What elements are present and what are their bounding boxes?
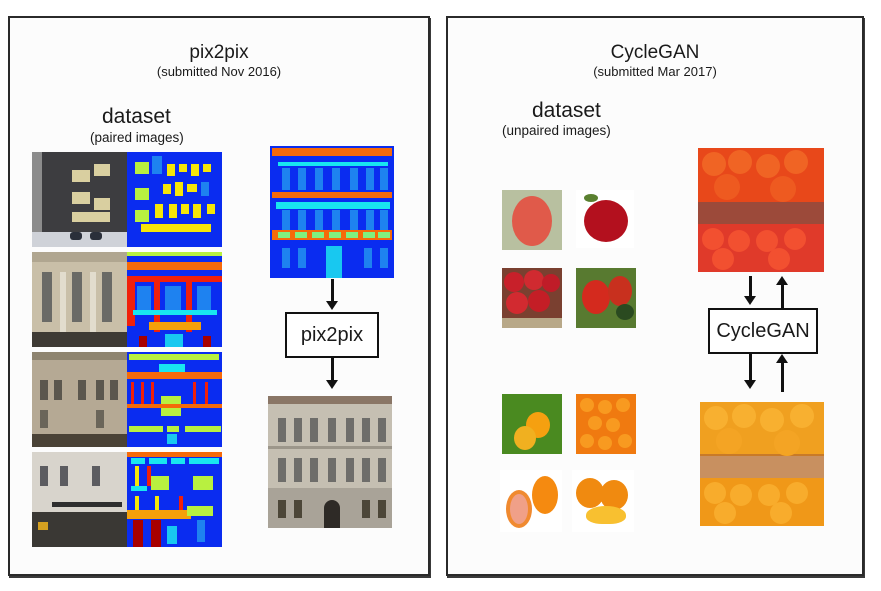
oranges-on-tree xyxy=(502,394,562,454)
panel-subtitle: (submitted Nov 2016) xyxy=(156,64,282,79)
ornate-building-photo xyxy=(32,352,127,447)
pile-of-oranges xyxy=(576,394,636,454)
dataset-subtitle: (paired images) xyxy=(90,130,184,145)
apples-in-crate xyxy=(502,268,562,328)
facade-label-map-input xyxy=(270,146,394,278)
dataset-subtitle: (unpaired images) xyxy=(502,123,611,138)
modern-building-photo xyxy=(32,152,127,247)
cyclegan-panel: CycleGAN (submitted Mar 2017) dataset (u… xyxy=(446,16,864,576)
pix2pix-model-box: pix2pix xyxy=(285,312,379,358)
panel-subtitle: (submitted Mar 2017) xyxy=(593,64,717,79)
facade-label-map-1 xyxy=(127,152,222,247)
cyclegan-model-box: CycleGAN xyxy=(708,308,818,354)
dataset-title: dataset xyxy=(102,105,171,128)
red-apple xyxy=(576,190,634,248)
model-box-label: CycleGAN xyxy=(716,319,810,342)
oranges-with-slices xyxy=(572,470,634,532)
facade-label-map-2 xyxy=(127,252,222,347)
apple-on-tree xyxy=(502,190,562,250)
generated-building-photo xyxy=(268,396,392,528)
pix2pix-panel: pix2pix (submitted Nov 2016) dataset (pa… xyxy=(8,16,430,576)
model-box-label: pix2pix xyxy=(300,323,364,346)
facade-label-map-4 xyxy=(127,452,222,547)
dataset-title: dataset xyxy=(532,99,601,122)
balcony-building-photo xyxy=(32,452,127,547)
oranges-in-crates xyxy=(700,402,824,526)
apples-in-crates-translated xyxy=(698,148,824,272)
orange-halves xyxy=(500,470,562,532)
apples-on-branch xyxy=(576,268,636,328)
panel-title: pix2pix xyxy=(189,42,249,63)
classical-building-photo xyxy=(32,252,127,347)
facade-label-map-3 xyxy=(127,352,222,447)
panel-title: CycleGAN xyxy=(610,42,700,63)
